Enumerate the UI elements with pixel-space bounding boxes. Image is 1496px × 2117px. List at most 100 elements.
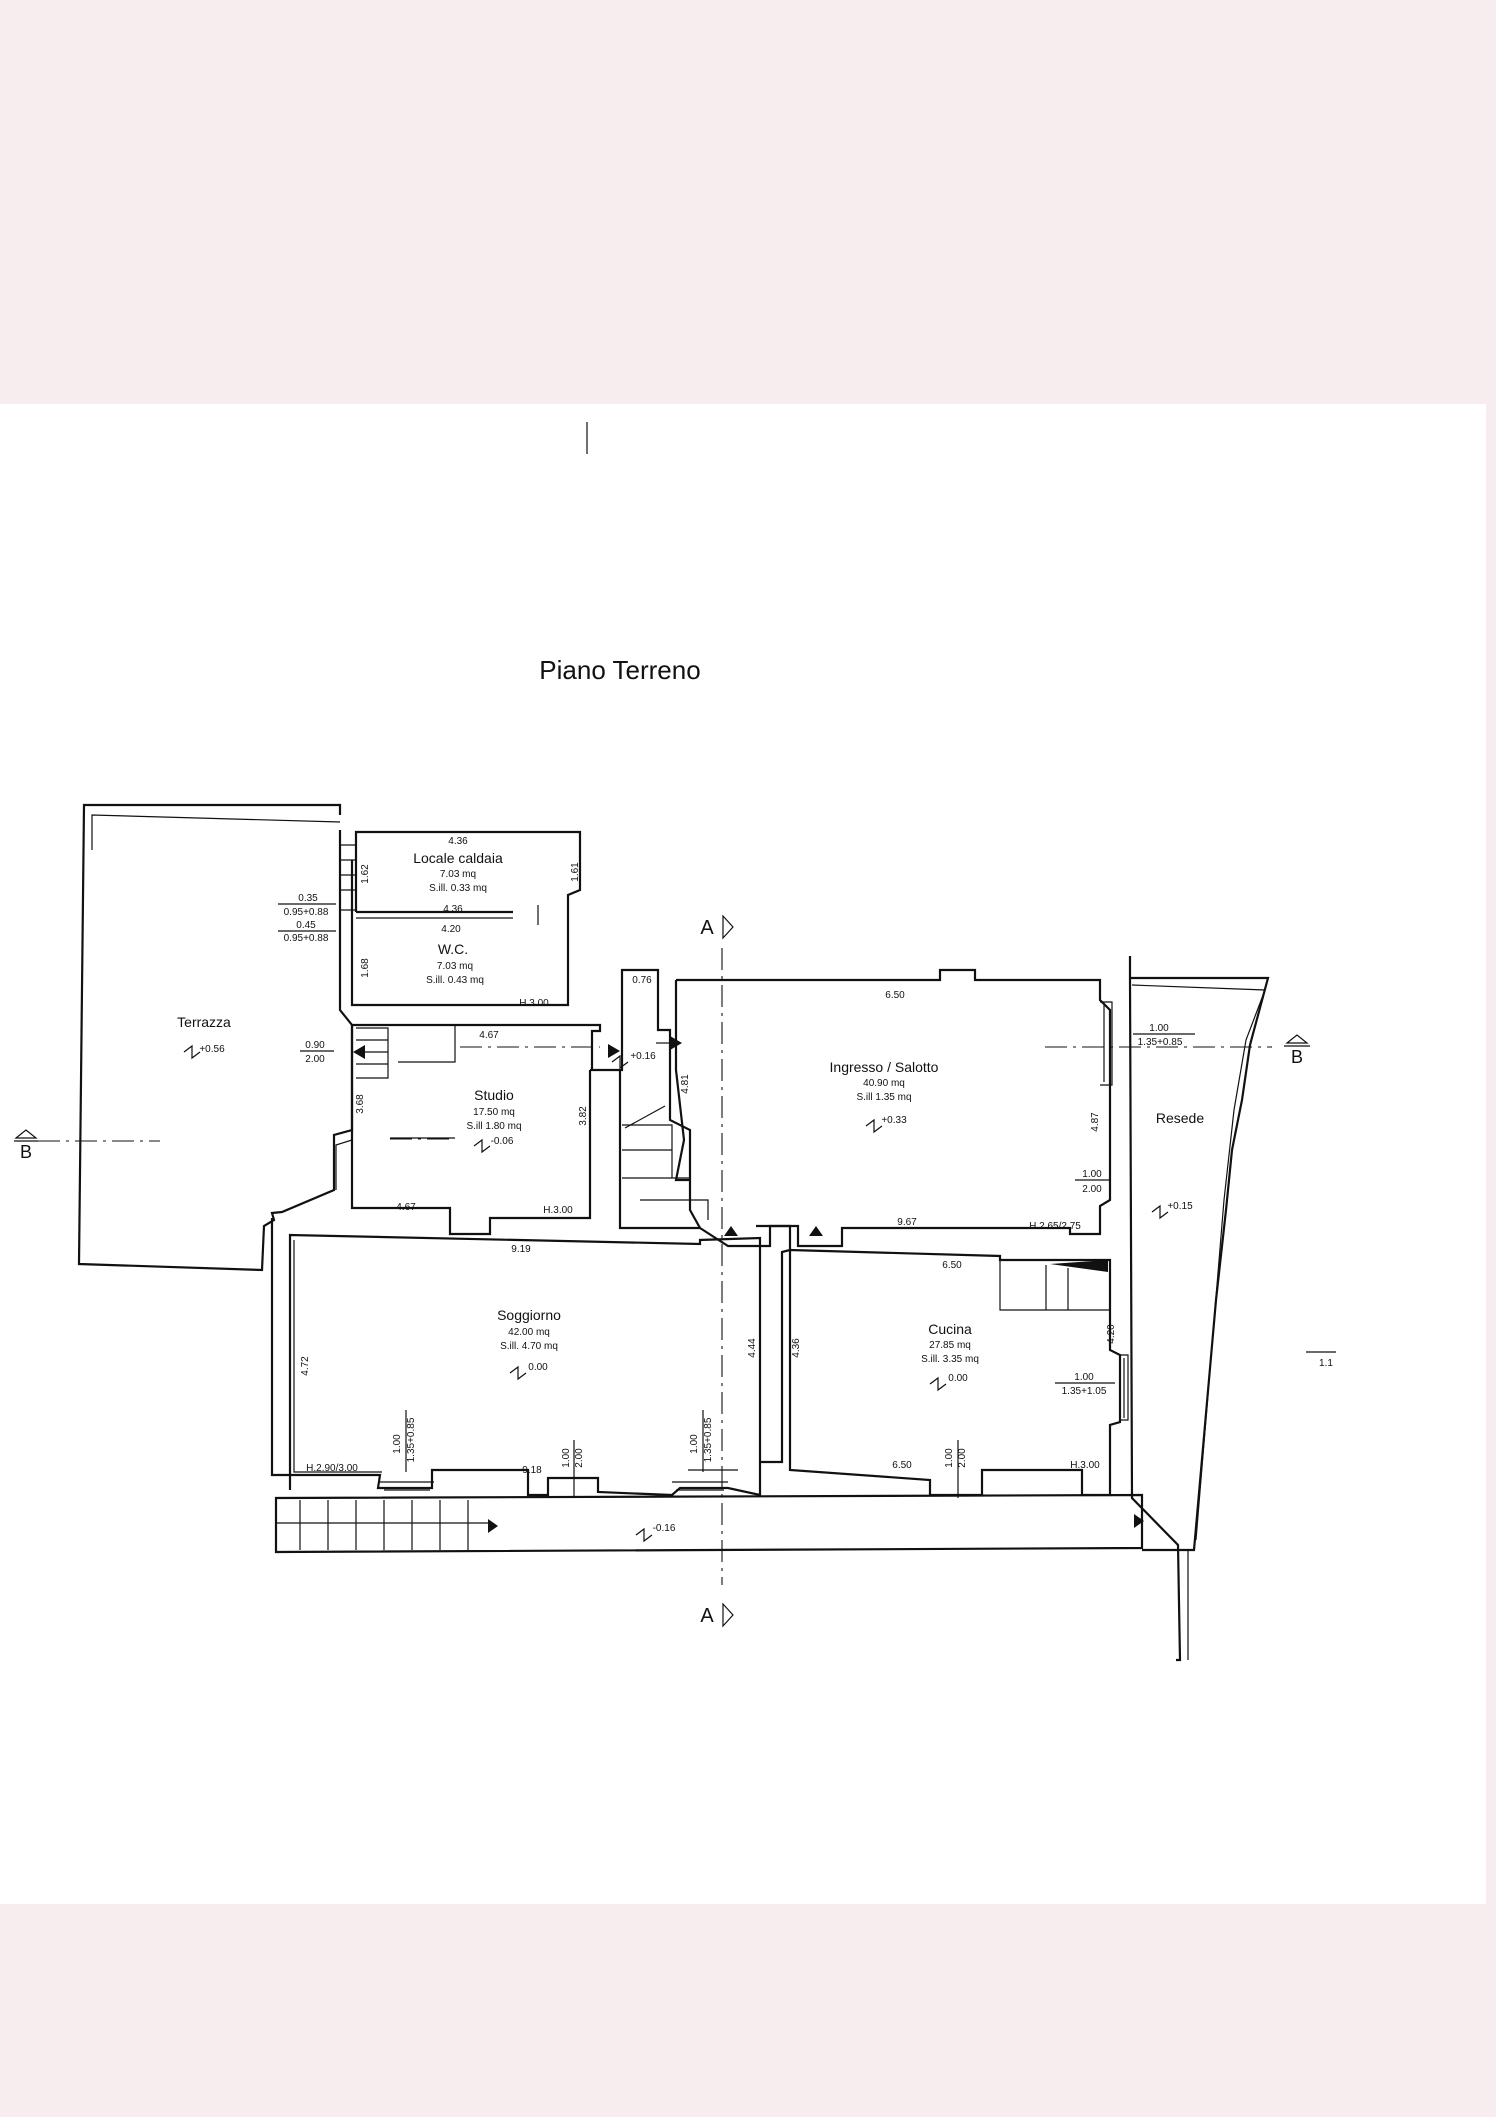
section-a-top-flag (722, 914, 734, 940)
section-a-top-label: A (700, 917, 714, 939)
drawing-sheet: Piano Terreno (0, 404, 1486, 1904)
section-a-bottom-flag (722, 1602, 734, 1628)
dim: 1.00 (689, 1434, 700, 1454)
stair-treads (622, 1124, 709, 1220)
dim: 0.35 (298, 893, 318, 904)
dim: 6.50 (942, 1260, 962, 1271)
level-mark-portico (635, 1527, 653, 1543)
room-cucina-area: 27.85 mq (929, 1340, 971, 1351)
soggiorno-window-2 (672, 1481, 728, 1491)
level-mark-stair (611, 1054, 629, 1070)
section-a-bottom-label: A (700, 1605, 714, 1627)
soggiorno-window (380, 1481, 434, 1491)
dim: 1.68 (360, 958, 371, 978)
room-resede-level: +0.15 (1167, 1201, 1193, 1212)
dim: 2.00 (574, 1448, 585, 1468)
room-studio-level: -0.06 (491, 1136, 514, 1147)
room-cucina-sill: S.ill. 3.35 mq (921, 1354, 979, 1365)
dim: 4.20 (441, 924, 461, 935)
soggiorno-walls (270, 1218, 762, 1497)
floor-plan: Piano Terreno (14, 422, 1336, 1662)
stair-cut (624, 1105, 666, 1129)
dim: H.2.90/3.00 (306, 1463, 358, 1474)
level-mark-resede (1151, 1204, 1169, 1220)
dim: 4.67 (396, 1202, 416, 1213)
room-wc-name: W.C. (438, 941, 468, 957)
dim: 1.00 (1149, 1023, 1169, 1034)
section-b-right-arrow (1284, 1034, 1310, 1047)
service-block-walls (350, 830, 582, 1007)
dim: 1.62 (360, 864, 371, 884)
ingresso-walls (674, 968, 1112, 1248)
dim: 2.00 (305, 1054, 325, 1065)
ingresso-window-right (1100, 1001, 1113, 1086)
dim: 4.36 (448, 836, 468, 847)
dim: 1.61 (570, 862, 581, 882)
room-locale-name: Locale caldaia (413, 850, 503, 866)
room-ingresso-sill: S.ill 1.35 mq (856, 1092, 911, 1103)
dim: 9.18 (522, 1465, 542, 1476)
column-between (756, 1224, 792, 1464)
dim: 1.35+0.85 (703, 1417, 714, 1462)
dim: 6.50 (892, 1460, 912, 1471)
room-ingresso-name: Ingresso / Salotto (830, 1059, 939, 1075)
cucina-window-right (1120, 1354, 1129, 1421)
arrow-portico-right (1134, 1514, 1144, 1528)
dim: 4.20 (1106, 1324, 1117, 1344)
resede-outline (1128, 956, 1270, 1662)
room-terrazza-level: +0.56 (199, 1044, 225, 1055)
stair-terrazza (356, 1027, 389, 1079)
dim: 9.19 (511, 1244, 531, 1255)
portico-level: -0.16 (653, 1523, 676, 1534)
stair-shaft (590, 968, 702, 1230)
dim: 1.35+0.85 (406, 1417, 417, 1462)
plan-title: Piano Terreno (539, 655, 700, 685)
dim: H.3.00 (1070, 1460, 1100, 1471)
room-locale-sill: S.ill. 0.33 mq (429, 883, 487, 894)
portico (274, 1493, 1144, 1554)
dim: 1.1 (1319, 1358, 1333, 1369)
room-stair-level: +0.16 (630, 1051, 656, 1062)
dim: 1.00 (1074, 1372, 1094, 1383)
terrazza-outline (77, 803, 354, 1272)
room-studio-sill: S.ill 1.80 mq (466, 1121, 521, 1132)
dim: H.2.65/2.75 (1029, 1221, 1081, 1232)
room-resede-name: Resede (1156, 1110, 1204, 1126)
room-wc-sill: S.ill. 0.43 mq (426, 975, 484, 986)
level-mark-terrazza (183, 1044, 201, 1060)
room-ingresso-area: 40.90 mq (863, 1078, 905, 1089)
dim: 4.44 (747, 1338, 758, 1358)
studio-jamb (335, 1139, 353, 1190)
dim: 3.68 (355, 1094, 366, 1114)
dim: 4.36 (791, 1338, 802, 1358)
stair-left-top (340, 844, 357, 911)
dim: 1.35+0.85 (1138, 1037, 1183, 1048)
level-mark-ingresso (865, 1118, 883, 1134)
dim: 0.95+0.88 (284, 907, 329, 918)
room-cucina-name: Cucina (928, 1321, 972, 1337)
dim: 0.76 (632, 975, 652, 986)
dim: H.3.00 (519, 998, 549, 1009)
arrow-stair (608, 1044, 620, 1058)
section-b-right-label: B (1291, 1047, 1303, 1067)
room-ingresso-level: +0.33 (881, 1115, 907, 1126)
dim: 3.82 (578, 1106, 589, 1126)
dim: H.3.00 (543, 1205, 573, 1216)
dim: 2.00 (957, 1448, 968, 1468)
dim: 4.87 (1090, 1112, 1101, 1132)
dim: 4.67 (479, 1030, 499, 1041)
resede-inner (1131, 984, 1266, 1660)
room-soggiorno-area: 42.00 mq (508, 1327, 550, 1338)
dim: 0.90 (305, 1040, 325, 1051)
dim: 4.72 (300, 1356, 311, 1376)
dim: 4.36 (443, 904, 463, 915)
dim: 1.00 (1082, 1169, 1102, 1180)
room-cucina-level: 0.00 (948, 1373, 968, 1384)
section-b-left-label: B (20, 1142, 32, 1162)
dim: 9.67 (897, 1217, 917, 1228)
dim: 4.81 (680, 1074, 691, 1094)
room-studio-name: Studio (474, 1087, 514, 1103)
room-soggiorno-name: Soggiorno (497, 1307, 561, 1323)
dim: 2.00 (1082, 1184, 1102, 1195)
room-wc-area: 7.03 mq (437, 961, 473, 972)
